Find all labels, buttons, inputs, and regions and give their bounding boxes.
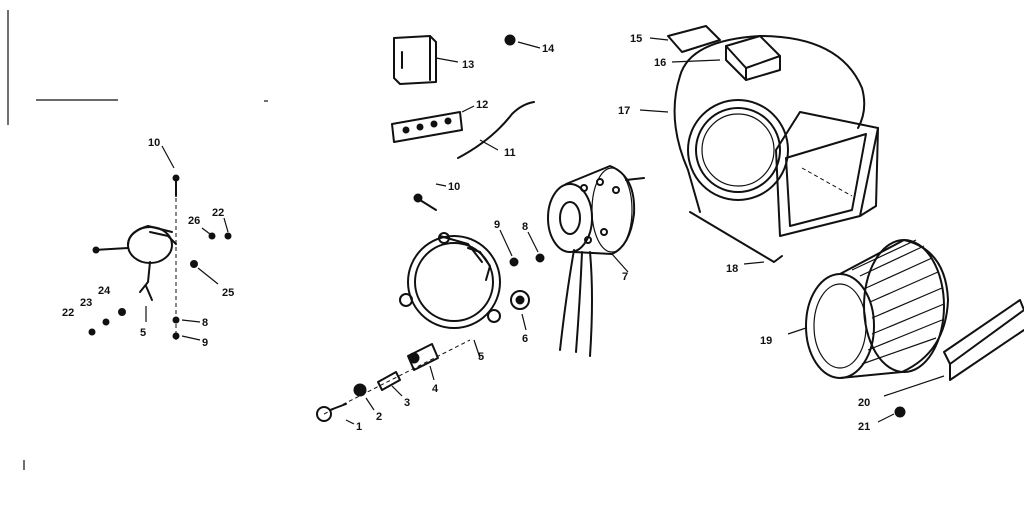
- callout-8-left: 8: [202, 317, 208, 329]
- callout-23: 23: [80, 297, 92, 309]
- callout-25: 25: [222, 287, 234, 299]
- wire-part-11: [457, 101, 535, 159]
- nut-part-14: [504, 34, 541, 49]
- terminal-strip-part-12: [391, 105, 475, 143]
- callout-12: 12: [476, 99, 488, 111]
- page-border-marks: [7, 10, 268, 470]
- callout-5-left: 5: [140, 327, 146, 339]
- callout-16: 16: [654, 57, 666, 69]
- bolt-part-10-center: [413, 183, 447, 211]
- blower-housing-part-17: [639, 35, 879, 265]
- callout-22-upper: 22: [212, 207, 224, 219]
- screws-parts-8-9-center: [499, 229, 545, 267]
- callout-24: 24: [98, 285, 111, 297]
- callout-22-lower: 22: [62, 307, 74, 319]
- callout-labels: 10 26 22 25 24 23 22 5 8 9 13 14 12 11 1…: [62, 33, 870, 433]
- callout-1: 1: [356, 421, 362, 433]
- callout-2: 2: [376, 411, 382, 423]
- callout-9-left: 9: [202, 337, 208, 349]
- callout-21: 21: [858, 421, 870, 433]
- housing-plate-part-15: [649, 25, 721, 53]
- screw-part-21: [877, 406, 906, 423]
- capacitor-part-13: [393, 35, 459, 85]
- callout-4: 4: [432, 383, 439, 395]
- callout-10-center: 10: [448, 181, 460, 193]
- motor-mount-ring-part-5: [399, 232, 501, 359]
- callout-10-left: 10: [148, 137, 160, 149]
- callout-3: 3: [404, 397, 410, 409]
- left-motor-mount-assembly: [88, 145, 232, 341]
- callout-20: 20: [858, 397, 870, 409]
- blower-wheel-part-19: [787, 239, 949, 379]
- blower-motor-part-7: [547, 165, 645, 357]
- callout-13: 13: [462, 59, 474, 71]
- callout-14: 14: [542, 43, 555, 55]
- callout-7: 7: [622, 271, 628, 283]
- callout-26: 26: [188, 215, 200, 227]
- callout-11: 11: [504, 147, 516, 159]
- bushing-part-6: [510, 290, 530, 331]
- callout-18: 18: [726, 263, 738, 275]
- fastener-stack-parts-1-4: [316, 339, 471, 425]
- callout-5-center: 5: [478, 351, 484, 363]
- callout-6: 6: [522, 333, 528, 345]
- callout-9-center: 9: [494, 219, 500, 231]
- callout-8-center: 8: [522, 221, 528, 233]
- callout-15: 15: [630, 33, 642, 45]
- callout-19: 19: [760, 335, 772, 347]
- callout-17: 17: [618, 105, 630, 117]
- shaft-rail-part-20: [883, 299, 1024, 397]
- housing-bracket-part-16: [671, 35, 781, 81]
